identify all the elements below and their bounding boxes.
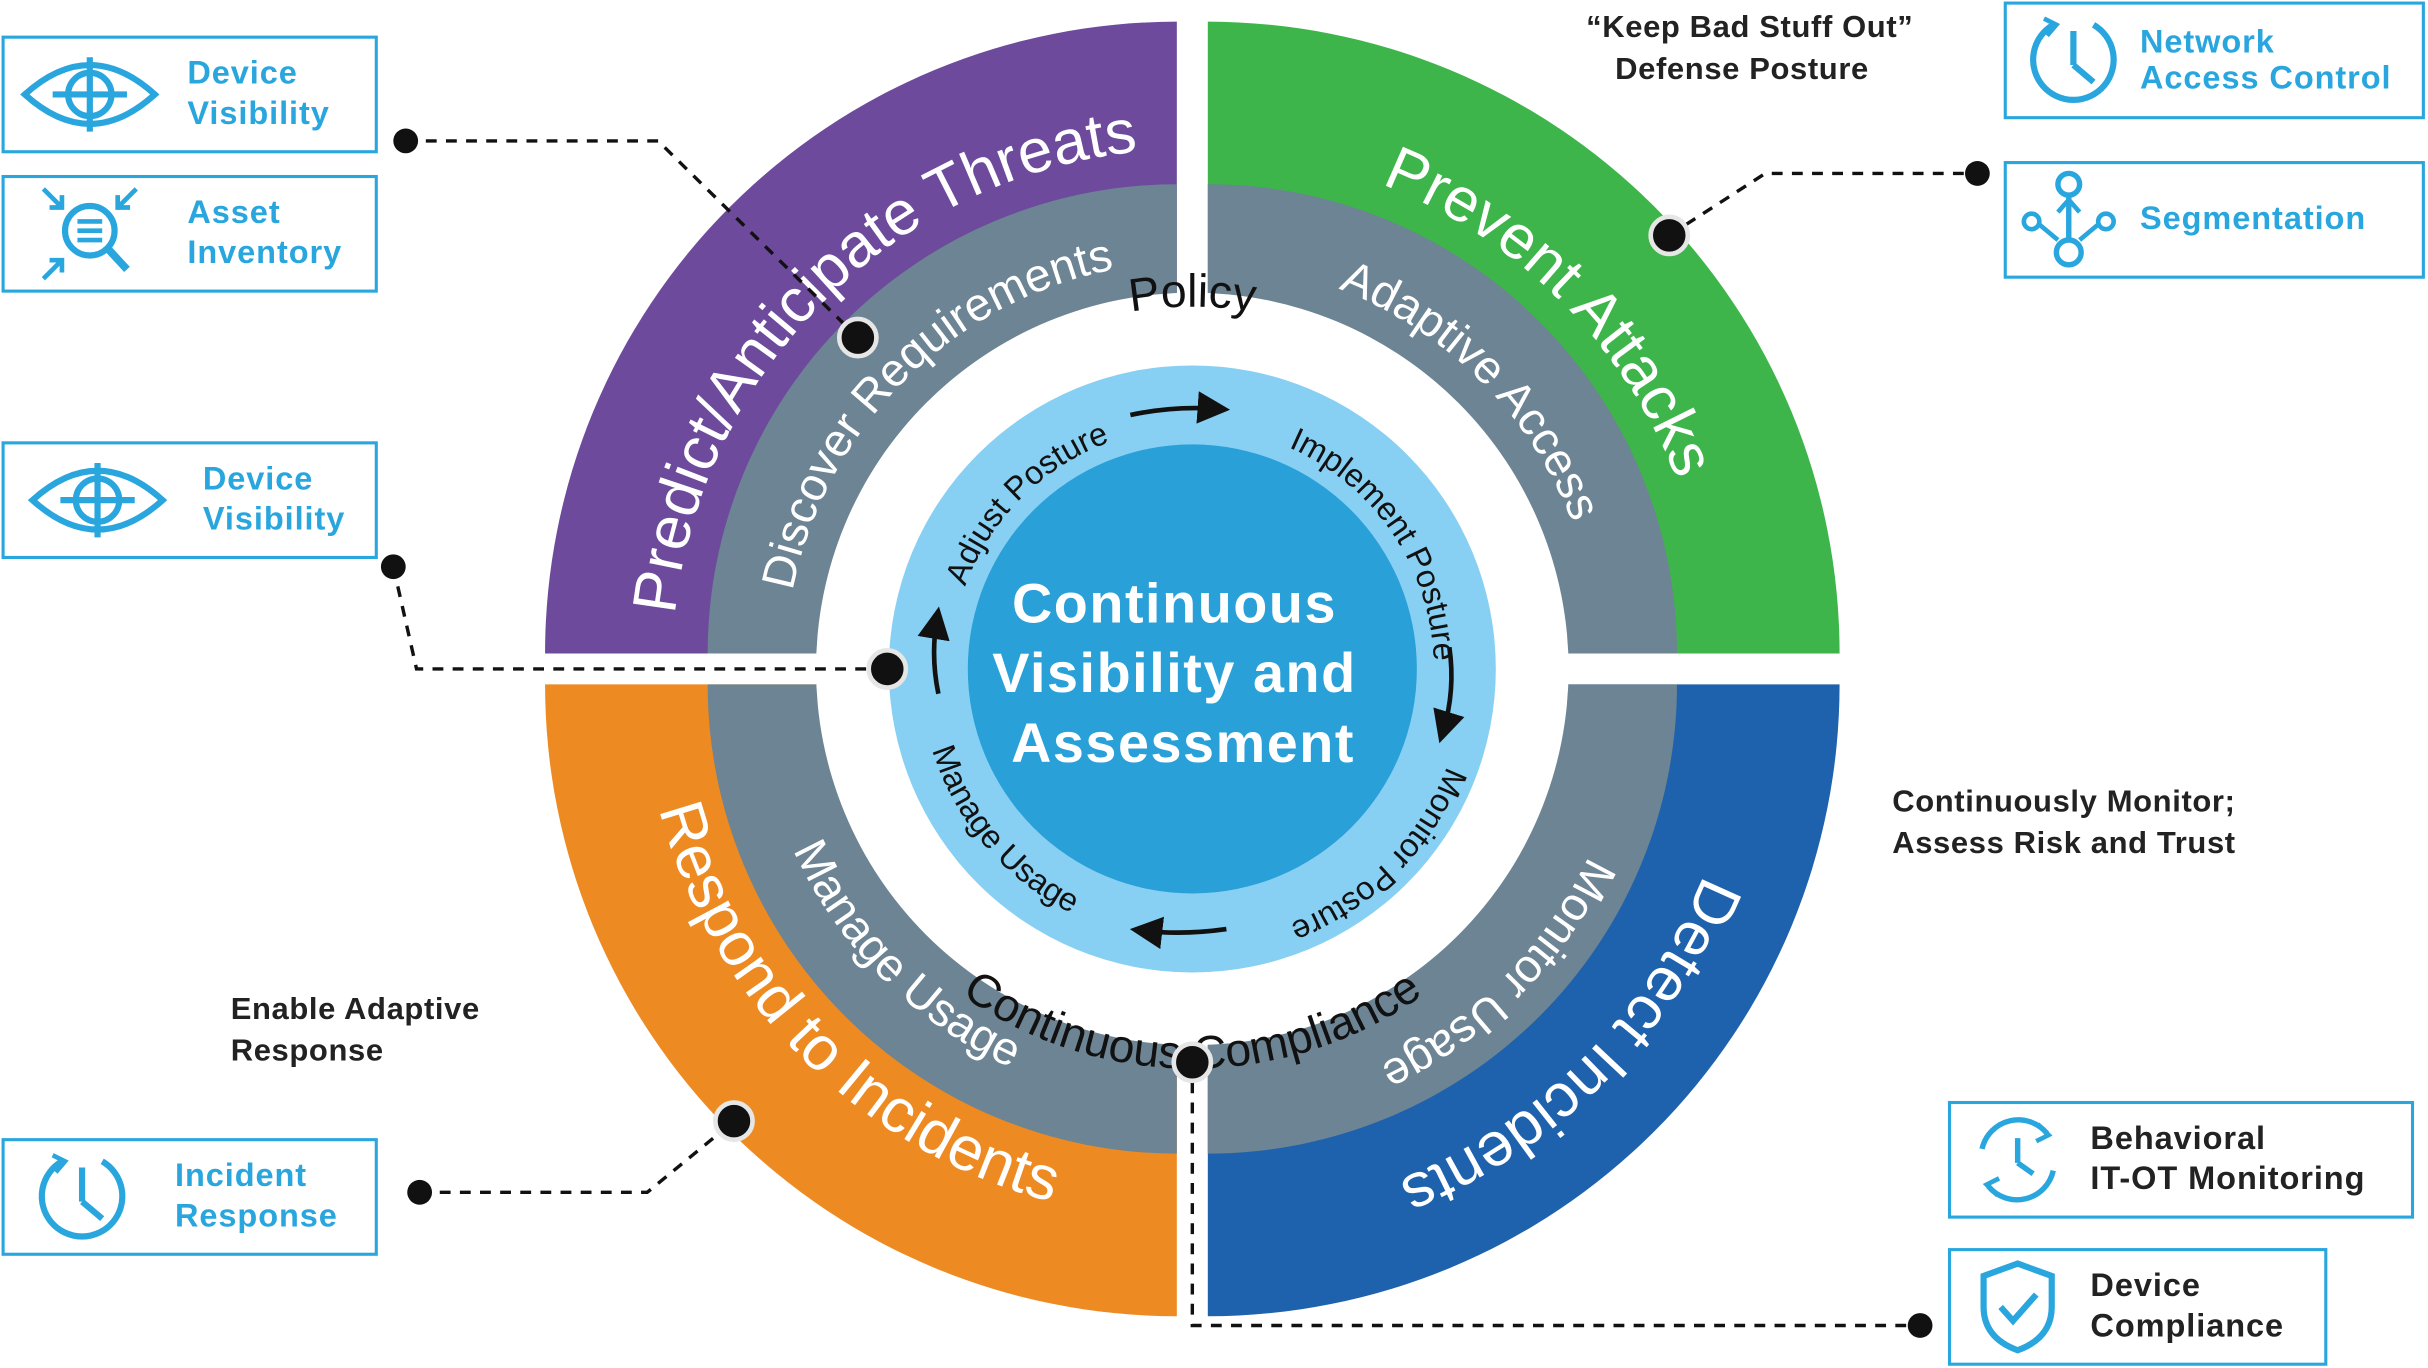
connector-device-compliance — [1190, 1062, 1921, 1328]
connector-incident-response — [419, 1119, 736, 1195]
dot-prevent — [1648, 214, 1691, 257]
center-title-line-3: Assessment — [1011, 712, 1355, 774]
dot-end-incident — [407, 1179, 433, 1205]
callout-network-access-control: Network Access Control — [2003, 1, 2425, 120]
note-defense-line-2: Defense Posture — [1615, 52, 1869, 87]
asset-inventory-line-2: Inventory — [187, 235, 343, 271]
note-continuous-monitor: Continuously Monitor; Assess Risk and Tr… — [1892, 782, 2235, 866]
dot-compliance — [1171, 1041, 1214, 1084]
note-defense-line-1: “Keep Bad Stuff Out” — [1586, 10, 1914, 45]
segmentation-nodes-icon — [2007, 169, 2131, 271]
center-title-line-1: Continuous — [1012, 572, 1337, 634]
note-adaptive-response: Enable Adaptive Response — [231, 989, 480, 1073]
svg-text:Policy: Policy — [1125, 264, 1260, 321]
inventory-search-icon — [5, 183, 175, 285]
arrow-manage-to-adjust — [917, 606, 950, 695]
behavioral-line-2: IT-OT Monitoring — [2090, 1161, 2366, 1197]
svg-text:Continuous Visibility and: Continuous Visibility and Assessment — [992, 572, 1374, 773]
dot-end-segmentation — [1965, 161, 1990, 186]
cycle-clock-icon — [1951, 1112, 2084, 1208]
device-compliance-line-1: Device — [2090, 1268, 2201, 1304]
callout-device-compliance: Device Compliance — [1947, 1248, 2328, 1366]
shield-check-icon — [1951, 1257, 2084, 1356]
clock-cycle-icon — [2007, 9, 2140, 111]
nac-line-1: Network — [2139, 24, 2275, 61]
callout-device-visibility-mid: Device Visibility — [1, 441, 378, 559]
dot-end-device-compliance — [1907, 1313, 1933, 1338]
arrow-monitor-to-manage — [1129, 916, 1227, 950]
segmentation-label: Segmentation — [2139, 201, 2367, 237]
clock-cycle-icon — [5, 1146, 160, 1248]
asset-inventory-line-1: Asset — [187, 195, 281, 231]
eye-target-icon — [5, 454, 191, 547]
dot-respond — [713, 1100, 755, 1142]
policy-label: Policy — [1125, 264, 1260, 321]
callout-segmentation: Segmentation — [2003, 161, 2425, 279]
connector-segmentation — [1668, 171, 1978, 237]
center-circle — [967, 444, 1417, 894]
device-visibility-top-line-2: Visibility — [187, 96, 330, 132]
callout-asset-inventory: Asset Inventory — [1, 174, 378, 293]
center-title-line-2: Visibility and — [992, 642, 1356, 704]
device-compliance-line-2: Compliance — [2090, 1308, 2285, 1345]
callout-behavioral-monitoring: Behavioral IT-OT Monitoring — [1947, 1100, 2415, 1219]
note-response-line-2: Response — [230, 1034, 384, 1069]
note-response-line-1: Enable Adaptive — [230, 992, 480, 1027]
connector-device-visibility — [391, 566, 888, 671]
callout-incident-response: Incident Response — [1, 1138, 378, 1256]
nac-line-2: Access Control — [2139, 60, 2392, 97]
dot-visibility — [866, 648, 909, 690]
arrow-adjust-to-implement — [1129, 391, 1231, 424]
note-defense-posture: “Keep Bad Stuff Out” Defense Posture — [1548, 8, 1951, 92]
device-visibility-top-line-1: Device — [187, 55, 298, 92]
dot-end-asset — [393, 128, 419, 154]
callout-device-visibility-top: Device Visibility — [1, 35, 378, 154]
device-visibility-mid-line-2: Visibility — [202, 501, 346, 538]
note-monitor-line-1: Continuously Monitor; — [1892, 785, 2236, 820]
incident-response-line-2: Response — [174, 1198, 338, 1235]
note-monitor-line-2: Assess Risk and Trust — [1892, 826, 2236, 861]
eye-target-icon — [5, 48, 175, 141]
dot-end-device-visibility — [380, 554, 406, 580]
incident-response-line-1: Incident — [174, 1158, 308, 1194]
arrow-implement-to-monitor — [1433, 646, 1465, 744]
dot-discover — [836, 316, 879, 359]
behavioral-line-1: Behavioral — [2090, 1121, 2267, 1157]
device-visibility-mid-line-1: Device — [202, 461, 314, 498]
connector-asset-inventory — [405, 139, 860, 339]
